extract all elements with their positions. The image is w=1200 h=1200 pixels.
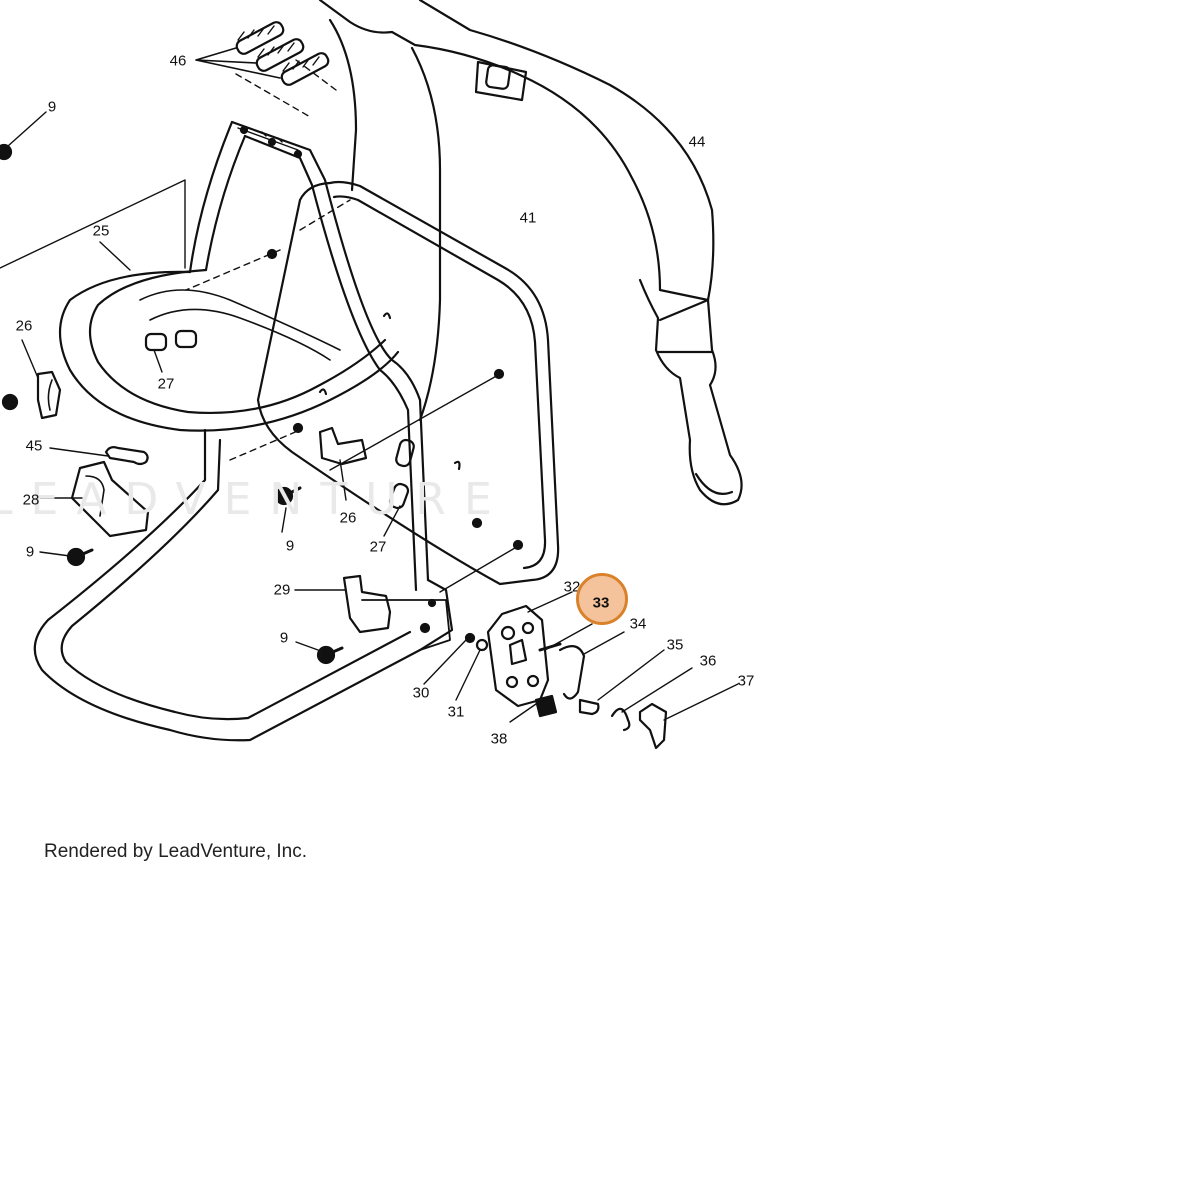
rendered-by-caption: Rendered by LeadVenture, Inc. — [44, 841, 308, 862]
callout-9[interactable]: 9 — [47, 98, 57, 116]
callout-9[interactable]: 9 — [279, 629, 289, 647]
spring-set — [195, 21, 337, 119]
callout-26[interactable]: 26 — [339, 509, 357, 527]
bolts — [0, 143, 344, 665]
callout-29[interactable]: 29 — [273, 581, 291, 599]
callout-25[interactable]: 25 — [92, 222, 110, 240]
callout-31[interactable]: 31 — [447, 703, 465, 721]
rubber-bushings — [144, 329, 415, 510]
callout-44[interactable]: 44 — [688, 133, 706, 151]
callout-45[interactable]: 45 — [25, 437, 43, 455]
leader-lines — [0, 111, 739, 723]
backrest-frame — [59, 120, 430, 592]
callout-30[interactable]: 30 — [412, 684, 430, 702]
callout-34[interactable]: 34 — [629, 615, 647, 633]
callout-38[interactable]: 38 — [490, 730, 508, 748]
callout-37[interactable]: 37 — [737, 672, 755, 690]
callout-28[interactable]: 28 — [22, 491, 40, 509]
lower-frame-tube — [33, 428, 454, 742]
mounting-brackets — [36, 370, 392, 634]
callout-35[interactable]: 35 — [666, 636, 684, 654]
callout-27[interactable]: 27 — [369, 538, 387, 556]
callout-27[interactable]: 27 — [157, 375, 175, 393]
watermark-text: LEADVENTURE — [0, 474, 510, 525]
callout-9[interactable]: 9 — [25, 543, 35, 561]
callout-46[interactable]: 46 — [169, 52, 187, 70]
callout-33[interactable]: 33 — [592, 594, 610, 612]
strap-assembly — [318, 0, 743, 506]
callout-41[interactable]: 41 — [519, 209, 537, 227]
callout-26[interactable]: 26 — [15, 317, 33, 335]
highlight-circle-33[interactable] — [576, 573, 628, 625]
callout-36[interactable]: 36 — [699, 652, 717, 670]
callout-9[interactable]: 9 — [285, 537, 295, 555]
